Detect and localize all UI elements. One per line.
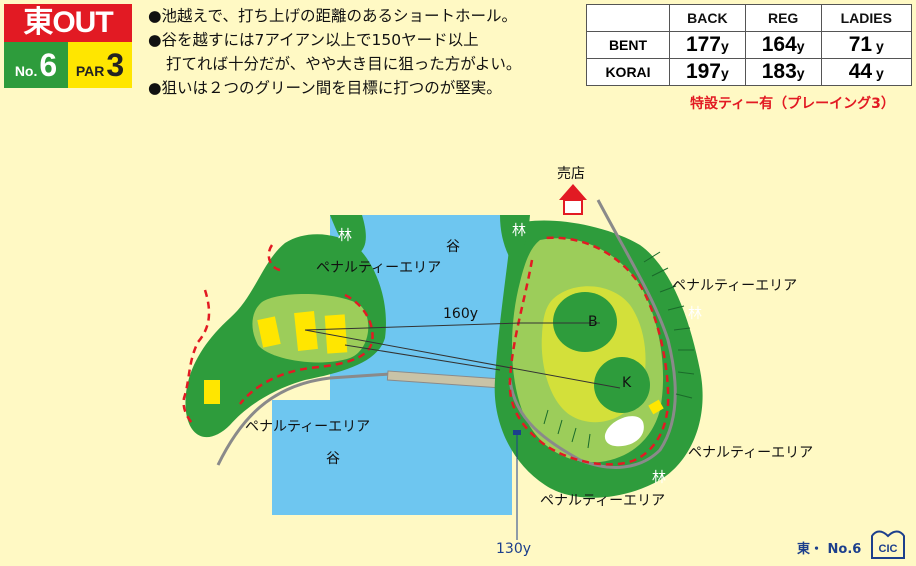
- note-line: ●池越えで、打ち上げの距離のあるショートホール。: [148, 7, 517, 25]
- cart-path-right: [508, 199, 677, 469]
- logo-text: CIC: [879, 543, 898, 555]
- cic-logo-icon: CIC: [871, 530, 905, 559]
- par-value: PAR 3: [68, 42, 132, 88]
- row-header-bent: BENT: [586, 31, 670, 59]
- penalty-line: [182, 289, 211, 427]
- forest-strip-right: [500, 215, 530, 262]
- forest-label: 林: [512, 223, 526, 239]
- distance-130: 130y: [496, 541, 531, 557]
- par-prefix: PAR: [75, 63, 105, 79]
- yardage-cell: 44 y: [820, 58, 913, 86]
- penalty-line: [508, 236, 670, 466]
- yardage-table: BACK REG LADIES BENT 177y 164y 71 y KORA…: [586, 4, 913, 86]
- shop-roof-icon: [559, 184, 587, 200]
- table-row: KORAI 197y 183y 44 y: [586, 58, 913, 86]
- hole-badge: 東OUT No. 6 PAR 3: [4, 4, 132, 88]
- note-line: ●谷を越すには7アイアン以上で150ヤード以上: [148, 31, 479, 49]
- shop-icon: [563, 199, 583, 215]
- bunker: [604, 416, 644, 447]
- note-line: ●狙いは２つのグリーン間を目標に打つのが堅実。: [148, 79, 502, 97]
- course-label: 東OUT: [4, 4, 132, 42]
- distance-160: 160y: [443, 306, 478, 322]
- shop-label: 売店: [557, 166, 585, 182]
- tee-box: [257, 316, 281, 348]
- green-k: [594, 357, 650, 413]
- forest-label: 林: [688, 306, 702, 322]
- tee-box: [324, 314, 348, 354]
- yardage-cell: 164y: [744, 31, 822, 59]
- penalty-label: ペナルティーエリア: [245, 419, 370, 435]
- yardage-cell: 177y: [669, 31, 746, 59]
- yardage-cell: 183y: [744, 58, 822, 86]
- row-header-korai: KORAI: [586, 58, 670, 86]
- green-b-label: B: [588, 314, 598, 330]
- tee-box: [294, 311, 318, 351]
- forest-strip-left: [330, 215, 366, 256]
- hole-notes: ●池越えで、打ち上げの距離のあるショートホール。 ●谷を越すには7アイアン以上で…: [148, 4, 588, 100]
- green-b: [553, 292, 617, 352]
- cart-path: [216, 372, 391, 466]
- footer-label: 東・ No.6: [797, 542, 862, 557]
- valley-label: 谷: [446, 239, 460, 255]
- forest-label: 林: [338, 228, 352, 244]
- hole-number: No. 6: [4, 42, 68, 88]
- penalty-label: ペナルティーエリア: [688, 445, 813, 461]
- special-tee-note: 特設ティー有（プレーイング3）: [690, 96, 895, 112]
- valley-label: 谷: [326, 451, 340, 467]
- penalty-label: ペナルティーエリア: [316, 260, 441, 276]
- green-k-label: K: [622, 375, 632, 391]
- penalty-label: ペナルティーエリア: [540, 493, 665, 509]
- distance-marker: [513, 430, 521, 435]
- column-header-ladies: LADIES: [820, 4, 913, 32]
- par-number: 3: [106, 47, 125, 83]
- yardage-corner: [586, 4, 670, 32]
- forest-label: 林: [652, 470, 666, 486]
- penalty-line: [267, 244, 281, 272]
- yardage-cell: 197y: [669, 58, 746, 86]
- hole-number-value: 6: [39, 47, 58, 83]
- tee-box-right: [648, 399, 664, 415]
- hole-number-prefix: No.: [14, 63, 38, 79]
- tee-box: [204, 380, 220, 404]
- note-line: 打てれば十分だが、やや大き目に狙った方がよい。: [166, 55, 522, 73]
- penalty-label: ペナルティーエリア: [672, 278, 797, 294]
